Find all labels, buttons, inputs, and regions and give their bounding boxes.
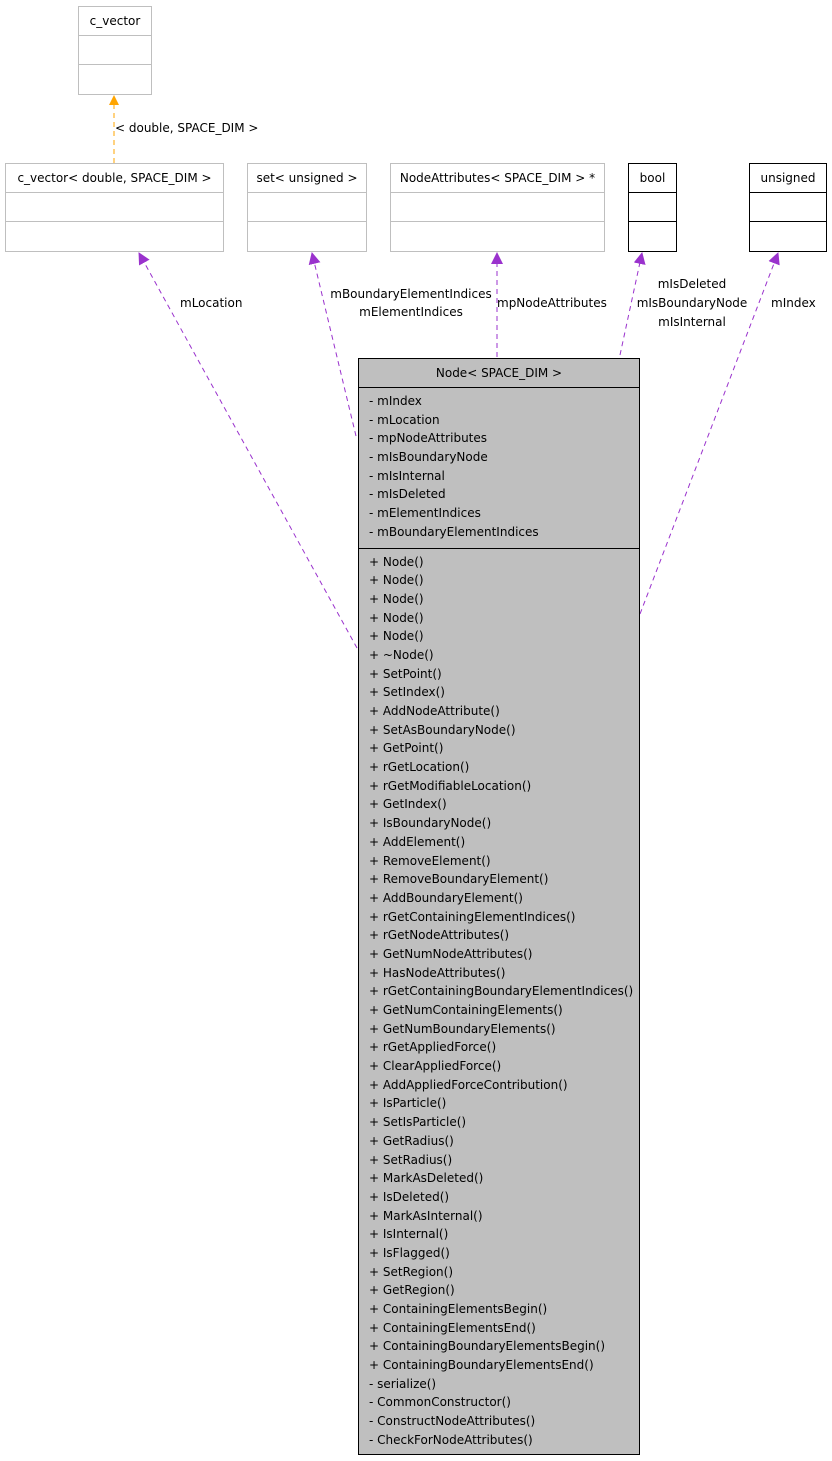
member-operation[interactable]: + rGetNodeAttributes() [369, 928, 510, 943]
member-operation[interactable]: + SetRadius() [369, 1152, 453, 1167]
member-operation[interactable]: + GetIndex() [369, 797, 447, 812]
class-node-attributes[interactable]: NodeAttributes< SPACE_DIM > * [390, 163, 605, 252]
member-operation[interactable]: + HasNodeAttributes() [369, 965, 506, 980]
class-title: NodeAttributes< SPACE_DIM > * [399, 171, 596, 185]
member-operation[interactable]: + Node() [369, 629, 424, 644]
member-operation[interactable]: + GetNumContainingElements() [369, 1003, 563, 1017]
class-attributes-section: - mIndex - mLocation - mpNodeAttributes - m… [359, 388, 639, 549]
member-operation[interactable]: + ~Node() [369, 647, 434, 662]
class-operations-section [6, 221, 223, 250]
edge-mindex [639, 252, 780, 615]
member-operation[interactable]: + SetIsParticle() [369, 1115, 467, 1130]
class-node[interactable]: Node< SPACE_DIM > - mIndex- mLocation- m… [358, 358, 640, 1455]
member-operation[interactable]: + rGetContainingBoundaryElementIndices() [369, 984, 634, 999]
edge-label-mlocation: mLocation [180, 296, 243, 310]
class-operations-section [391, 221, 604, 250]
class-set-unsigned[interactable]: set< unsigned > [247, 163, 367, 252]
member-operation[interactable]: - CheckForNodeAttributes() [369, 1432, 533, 1447]
member-attribute[interactable]: - mBoundaryElementIndices [369, 524, 539, 539]
member-operation[interactable]: + Node() [369, 591, 424, 606]
member-operation[interactable]: + rGetModifiableLocation() [369, 778, 532, 793]
edge-label-mindex: mIndex [771, 296, 816, 310]
member-operation[interactable]: + rGetAppliedForce() [369, 1040, 497, 1055]
member-operation[interactable]: + rGetContainingElementIndices() [369, 909, 576, 924]
class-operations-section [629, 221, 676, 250]
class-operations-section [248, 221, 366, 250]
edge-mlocation [138, 252, 358, 649]
class-operations-section [79, 64, 151, 93]
member-operation[interactable]: + MarkAsInternal() [369, 1208, 483, 1223]
edge-label-melementindices: mElementIndices [359, 305, 463, 319]
member-operation[interactable]: + GetNumBoundaryElements() [369, 1021, 556, 1036]
member-operation[interactable]: + GetRegion() [369, 1283, 455, 1298]
member-operation[interactable]: + SetRegion() [369, 1264, 454, 1279]
class-attributes-section [629, 192, 676, 221]
member-operation[interactable]: + AddAppliedForceContribution() [369, 1077, 568, 1092]
member-operation[interactable]: + SetPoint() [369, 666, 442, 681]
member-operation[interactable]: + ContainingElementsEnd() [369, 1320, 536, 1335]
member-operation[interactable]: + IsParticle() [369, 1096, 447, 1111]
member-operation[interactable]: - ConstructNodeAttributes() [369, 1414, 536, 1429]
class-unsigned[interactable]: unsigned [749, 163, 827, 252]
class-attributes-section [750, 192, 826, 221]
member-operation[interactable]: + GetPoint() [369, 741, 444, 756]
member-attribute[interactable]: - mLocation [369, 412, 440, 427]
member-operation[interactable]: + Node() [369, 610, 424, 625]
member-operation[interactable]: + MarkAsDeleted() [369, 1171, 484, 1186]
class-operations-section [750, 221, 826, 250]
member-operation[interactable]: + Node() [369, 554, 424, 569]
member-operation[interactable]: + IsFlagged() [369, 1245, 450, 1260]
member-operation[interactable]: - serialize() [369, 1376, 437, 1391]
class-title: unsigned [760, 171, 816, 185]
member-operation[interactable]: + GetRadius() [369, 1133, 454, 1148]
edge-label-mboundaryelementindices: mBoundaryElementIndices [330, 287, 492, 301]
class-title: c_vector< double, SPACE_DIM > [17, 171, 212, 185]
class-attributes-section [248, 192, 366, 221]
edge-set-unsigned [308, 252, 357, 437]
member-operation[interactable]: + SetIndex() [369, 685, 445, 700]
member-operation[interactable]: + IsDeleted() [369, 1189, 450, 1204]
class-title: set< unsigned > [256, 171, 358, 185]
class-title: c_vector [89, 14, 141, 28]
member-operation[interactable]: + IsInternal() [369, 1227, 449, 1242]
member-operation[interactable]: + ContainingBoundaryElementsEnd() [369, 1358, 594, 1373]
member-operation[interactable]: + ClearAppliedForce() [369, 1059, 502, 1074]
member-attribute[interactable]: - mIsBoundaryNode [369, 450, 488, 465]
member-operation[interactable]: + Node() [369, 573, 424, 588]
member-operation[interactable]: + RemoveBoundaryElement() [369, 872, 549, 887]
class-attributes-section [391, 192, 604, 221]
class-c-vector-double[interactable]: c_vector< double, SPACE_DIM > [5, 163, 224, 252]
member-operation[interactable]: + GetNumNodeAttributes() [369, 946, 533, 961]
edge-label-mpnodeattributes: mpNodeAttributes [497, 296, 607, 310]
member-operation[interactable]: + ContainingElementsBegin() [369, 1302, 548, 1316]
member-attribute[interactable]: - mElementIndices [369, 506, 481, 521]
member-attribute[interactable]: - mIndex [369, 394, 422, 408]
edge-label-misinternal: mIsInternal [658, 315, 726, 329]
member-attribute[interactable]: - mIsInternal [369, 468, 445, 483]
member-attribute[interactable]: - mpNodeAttributes [369, 431, 488, 446]
edge-label-misboundarynode: mIsBoundaryNode [636, 296, 748, 310]
edge-label-template-args: < double, SPACE_DIM > [115, 121, 259, 135]
member-operation[interactable]: + IsBoundaryNode() [369, 816, 492, 831]
class-c-vector[interactable]: c_vector [78, 6, 152, 95]
member-operation[interactable]: + AddBoundaryElement() [369, 890, 523, 905]
member-operation[interactable]: + AddElement() [369, 834, 466, 849]
class-attributes-section [79, 35, 151, 64]
member-operation[interactable]: + SetAsBoundaryNode() [369, 722, 516, 737]
class-operations-section: + Node() + Node() + Node() + Node() + Node()… [359, 549, 639, 1454]
member-operation[interactable]: + rGetLocation() [369, 760, 470, 775]
member-attribute[interactable]: - mIsDeleted [369, 487, 446, 502]
edge-label-misdeleted: mIsDeleted [657, 277, 727, 291]
class-attributes-section [6, 192, 223, 221]
member-operation[interactable]: + AddNodeAttribute() [369, 704, 500, 718]
member-operation[interactable]: + RemoveElement() [369, 853, 491, 868]
class-title: bool [639, 171, 666, 185]
class-title: Node< SPACE_DIM > [359, 359, 639, 388]
member-operation[interactable]: + ContainingBoundaryElementsBegin() [369, 1339, 606, 1354]
member-operation[interactable]: - CommonConstructor() [369, 1395, 511, 1410]
class-bool[interactable]: bool [628, 163, 677, 252]
